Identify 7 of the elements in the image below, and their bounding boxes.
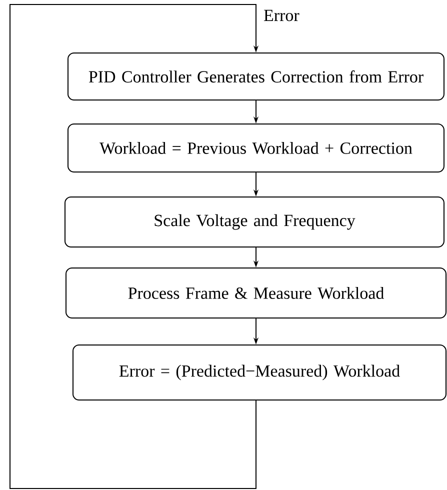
process-box: PID Controller Generates Correction from Error [68, 52, 444, 100]
arrow [10, 4, 259, 489]
process-box: Workload = Previous Workload + Correction [68, 124, 444, 172]
edge-label: Error [264, 10, 300, 22]
process-box: Scale Voltage and Frequency [64, 196, 444, 248]
process-box: Error = (Predicted−Measured) Workload [72, 344, 446, 400]
process-box: Process Frame & Measure Workload [66, 268, 446, 318]
